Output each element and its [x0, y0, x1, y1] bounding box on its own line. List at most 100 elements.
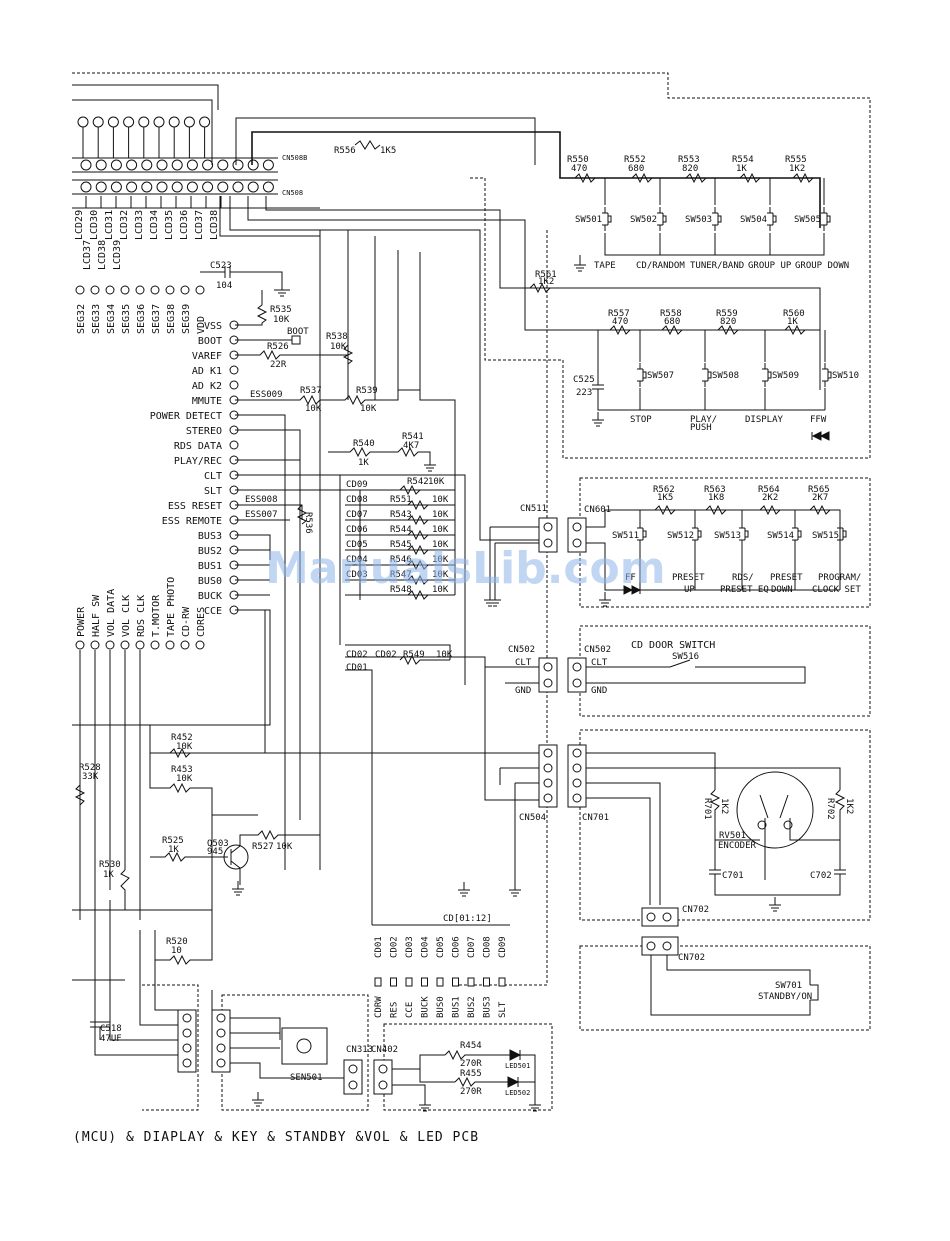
resistor-value: 1K: [787, 317, 798, 327]
resistor-value: 1K2: [789, 164, 805, 174]
pin-row-rail: [72, 157, 278, 195]
cn508-label: CN508: [282, 189, 303, 197]
pin-circle: [195, 285, 205, 295]
switch-ref: SW507: [647, 371, 674, 381]
cd-pin-label: CD05: [436, 936, 446, 958]
pin-circle: [183, 116, 195, 128]
pin-circle: [141, 159, 153, 171]
svg-text:R541: R541: [402, 432, 424, 442]
resistor-ref: R543: [390, 510, 412, 520]
resistor-value: 820: [720, 317, 736, 327]
ground-icon: [419, 1097, 431, 1112]
pin-circle: [247, 159, 259, 171]
key-function-label: DISPLAY: [745, 415, 784, 425]
key-function-label: TAPE: [594, 261, 616, 271]
svg-text:R537: R537: [300, 386, 322, 396]
svg-text:1K2: 1K2: [538, 277, 554, 287]
svg-text:104: 104: [216, 281, 232, 291]
cd-pin-label: CD06: [452, 936, 462, 958]
svg-text:ENCODER: ENCODER: [718, 841, 757, 851]
cd-pin-pad: [467, 977, 475, 987]
svg-text:10K: 10K: [176, 774, 193, 784]
resistor-ref: R562: [653, 485, 675, 495]
encoder-rv501: R701 1K2 R702 1K2 RV501 ENCODER C701 C70…: [702, 771, 854, 896]
pin-circle: [123, 116, 135, 128]
cn402-connector: CN402 R454 270R R455 270R LED501 LED502: [371, 1041, 536, 1100]
ground-icon: [769, 897, 781, 912]
cd-pin-function: BUS0: [436, 996, 446, 1018]
pin-circle: [156, 181, 168, 193]
ess008-net: ESS008: [245, 495, 278, 505]
cd-bus-resistor-ladder: CD09CD08CD07CD06CD05CD04CD03CD02CD01CD02…: [346, 480, 449, 673]
ground-icon: [484, 592, 496, 607]
cd-pin-pad: [452, 977, 459, 987]
pin-circle: [171, 159, 183, 171]
lcd-label: LCD38: [209, 210, 220, 240]
c523-capacitor: C523 104: [200, 261, 290, 291]
key-function-label: FF: [625, 573, 636, 583]
cd-pin-function: BUS2: [467, 996, 477, 1018]
resistor-value: 10K: [432, 555, 449, 565]
push-switch-symbol: [702, 363, 712, 387]
cn702b-connector: CN702: [641, 936, 819, 1016]
svg-text:945: 945: [207, 847, 223, 857]
cd-bus-net: CD04: [346, 555, 368, 565]
pin-circle: [262, 159, 274, 171]
ground-icon: [489, 592, 501, 607]
cd-pin-label: CD08: [483, 936, 493, 958]
mcu-pin-label: VAREF: [192, 351, 222, 362]
pin-circle: [153, 116, 165, 128]
pin-circle: [202, 159, 214, 171]
cd-bus-net: CD06: [346, 525, 368, 535]
svg-text:CN601: CN601: [584, 505, 611, 515]
svg-text:R549: R549: [403, 650, 425, 660]
pin-circle: [77, 116, 89, 128]
resistor-symbol: [809, 504, 831, 516]
lcd-label: LCD33: [134, 210, 145, 240]
svg-text:1K: 1K: [103, 870, 114, 880]
svg-text:10: 10: [171, 946, 182, 956]
mcu-pin-label: BUCK: [198, 591, 222, 602]
switch-ref: SW504: [740, 215, 767, 225]
mcu-bottom-pin-label: CD-RW: [181, 606, 192, 637]
pin-circle: [232, 181, 244, 193]
mcu-pin-label: ESS RESET: [168, 501, 222, 512]
key-function-label: PRESET EQ: [720, 585, 769, 595]
lcd-label: LCD35: [164, 210, 175, 240]
lcd-label: LCD31: [104, 210, 115, 240]
pin-circle: [168, 116, 180, 128]
lcd-label: LCD37: [194, 210, 205, 240]
pin-circle: [199, 116, 211, 128]
svg-text:R454: R454: [460, 1041, 482, 1051]
push-switch-symbol: [792, 522, 802, 546]
pin-circle: [126, 181, 138, 193]
resistor-symbol: [407, 559, 429, 571]
r535-resistor: R535 10K: [235, 290, 292, 326]
key-function-label: TUNER/BAND: [690, 261, 744, 271]
cd-pin-label: CD09: [498, 936, 508, 958]
ground-symbols: [232, 257, 781, 1112]
cd-pin-pad: [436, 977, 444, 987]
sw701-label: SW701: [775, 981, 802, 991]
cd-pin-pad: [498, 977, 506, 987]
r549: R549 10K: [399, 650, 453, 666]
cd-pin-label: CD02: [390, 936, 400, 958]
lcd-label: LCD39: [112, 240, 123, 270]
resistor-value: 820: [682, 164, 698, 174]
pin-circle: [92, 116, 104, 128]
resistor-ref: R559: [716, 309, 738, 319]
svg-text:C702: C702: [810, 871, 832, 881]
mcu-pin-label: CCE: [204, 606, 222, 617]
cd-pin-label: CD04: [421, 936, 431, 958]
svg-text:1K2: 1K2: [844, 798, 854, 814]
svg-text:R542: R542: [407, 477, 429, 487]
resistor-symbol: [717, 324, 739, 336]
ground-icon: [529, 1097, 541, 1112]
push-switch-symbol: [637, 363, 647, 387]
pin-circle: [95, 159, 107, 171]
mcu-pin-label: VSS: [204, 321, 222, 332]
mcu-bottom-pin-circle: [120, 640, 130, 650]
resistor-ref: R555: [785, 155, 807, 165]
